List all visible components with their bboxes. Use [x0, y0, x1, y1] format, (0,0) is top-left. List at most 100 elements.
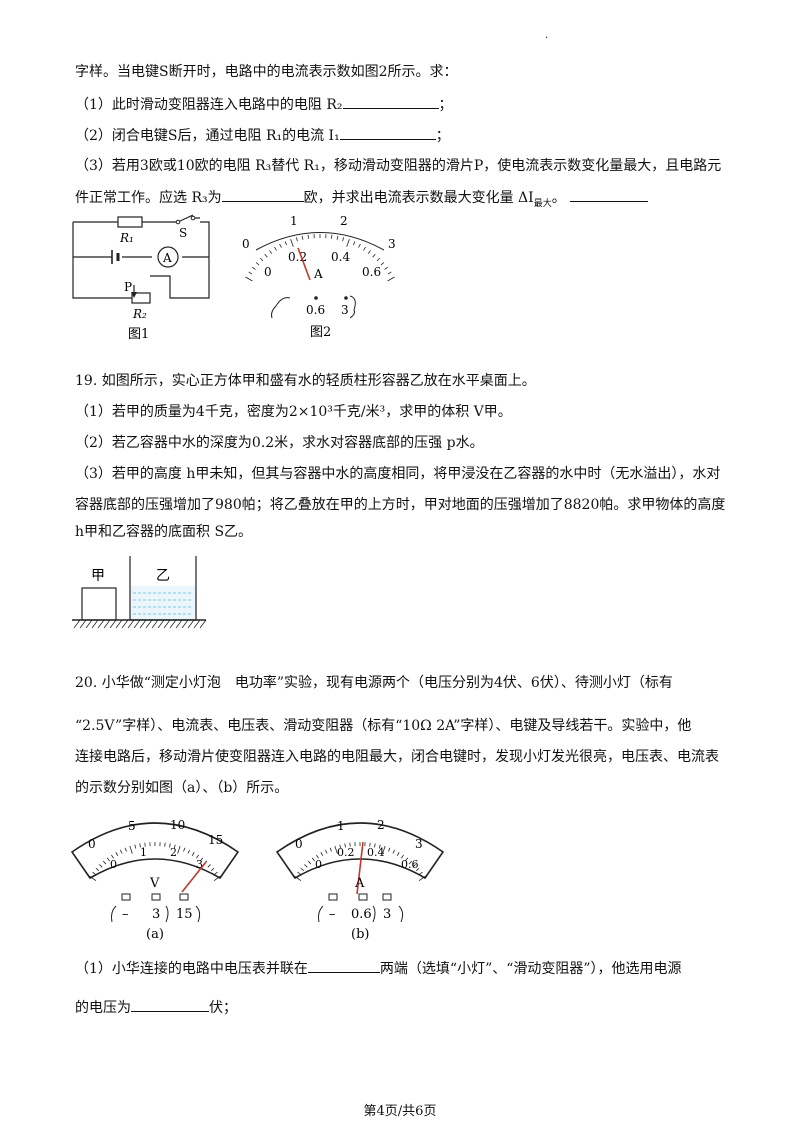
ground-hatch-line [85, 619, 93, 629]
v-top-10: 10 [170, 818, 185, 832]
tick-mark [191, 852, 195, 856]
answer-blank[interactable] [339, 125, 436, 140]
ground-hatch-line [121, 619, 129, 629]
ground-hatch-line [139, 619, 147, 629]
q18-part3-line2: 件正常工作。应选 R₃为欧，并求出电流表示数最大变化量 ΔI最大。 [75, 187, 648, 214]
v-bottom-3: 3 [196, 858, 203, 871]
tick-mark [334, 845, 338, 854]
tick-mark [248, 271, 253, 275]
tick-mark [115, 852, 119, 856]
figure-2-caption: 图2 [310, 325, 331, 340]
tick-mark [284, 241, 288, 246]
tick-mark [95, 867, 100, 872]
ground-hatch-line [115, 619, 123, 629]
scale-top-1: 1 [290, 214, 298, 228]
tick-mark [376, 257, 381, 262]
q20-line1: 20. 小华做“测定小灯泡 电功率”实验，现有电源两个（电压分别为4伏、6伏）、… [75, 675, 673, 691]
tick-mark [196, 854, 199, 859]
tick-mark [419, 871, 423, 875]
scale-bottom-2: 0.4 [331, 250, 350, 264]
ground-hatch-line [187, 619, 195, 629]
caption-a: (a) [146, 927, 164, 942]
ground-hatch-line [181, 619, 189, 629]
tick-mark [279, 243, 282, 248]
v-bottom-0: 0 [110, 858, 117, 871]
answer-blank[interactable] [342, 94, 439, 109]
tick-mark [169, 843, 171, 848]
tick-mark [382, 845, 386, 854]
answer-blank[interactable] [221, 187, 304, 202]
tick-mark [316, 854, 319, 859]
tick-mark [418, 875, 426, 882]
water [130, 586, 196, 620]
label-yi: 乙 [156, 568, 170, 584]
label-s: S [179, 226, 187, 240]
label-ammeter: A [162, 251, 172, 265]
ground-hatch-line [169, 619, 177, 629]
tick-mark [200, 857, 204, 862]
tick-mark [102, 860, 107, 865]
q19-part3-line3: h甲和乙容器的底面积 S乙。 [75, 524, 253, 540]
q19-part1: （1）若甲的质量为4千克，密度为2×10³千克/米³，求甲的体积 V甲。 [75, 404, 512, 420]
ground-hatch-line [163, 619, 171, 629]
tick-mark [106, 857, 110, 862]
tick-mark [173, 844, 176, 849]
tick-mark [307, 234, 309, 239]
v-terminal-15: 15 [176, 907, 193, 922]
tick-mark [396, 852, 400, 856]
tick-mark [269, 250, 273, 254]
meter-needle [297, 247, 311, 281]
q19-part3-line2: 容器底部的压强增加了980帕；将乙叠放在甲的上方时，甲对地面的压强增加了8820… [75, 497, 726, 513]
q18-intro: 字样。当电键S断开时，电路中的电流表示数如图2所示。求： [75, 64, 458, 80]
tick-mark [214, 871, 218, 875]
ground-hatch-line [157, 619, 165, 629]
answer-blank[interactable] [131, 997, 209, 1012]
a-terminal-3: 3 [383, 907, 391, 922]
ground-hatch-line [199, 619, 207, 629]
tick-mark [339, 844, 342, 849]
ground-hatch-line [91, 619, 99, 629]
ground-hatch-line [73, 619, 81, 629]
tick-mark [92, 871, 96, 875]
tick-mark [342, 237, 345, 242]
tick-mark [336, 235, 339, 240]
v-top-5: 5 [128, 819, 136, 833]
v-terminal-3: 3 [152, 907, 160, 922]
tick-mark [213, 875, 221, 882]
ground-hatch-line [175, 619, 183, 629]
tick-mark [187, 849, 191, 854]
scale-bottom-0: 0 [264, 265, 272, 279]
voltmeter-figure-a: 0 5 10 15 0 1 2 3 V – 3 15 (a) [70, 818, 240, 942]
tick-mark [245, 276, 253, 282]
ground-hatch-line [79, 619, 87, 629]
tick-mark [183, 847, 186, 852]
a-bottom-0: 0 [315, 858, 322, 871]
tick-mark [320, 852, 324, 856]
ground-hatch-line [103, 619, 111, 629]
tick-mark [387, 271, 392, 275]
scale-ticks [245, 234, 395, 282]
terminal-3: 3 [341, 303, 349, 317]
v-top-0: 0 [88, 837, 96, 851]
tick-mark [139, 843, 141, 848]
a-terminal-neg: – [329, 907, 336, 922]
tick-mark [408, 860, 413, 865]
tick-mark [384, 266, 389, 270]
ground-hatch-line [151, 619, 159, 629]
label-r2: R₂ [132, 307, 147, 321]
tick-mark [331, 234, 333, 239]
ammeter-needle [356, 841, 364, 895]
tick-mark [144, 842, 146, 847]
tick-mark [164, 842, 166, 847]
v-top-15: 15 [208, 833, 223, 847]
answer-blank[interactable] [307, 958, 380, 973]
answer-blank[interactable] [569, 187, 648, 202]
tick-mark [378, 844, 381, 849]
q20-part1-line2: 的电压为伏； [75, 997, 237, 1018]
tick-mark [99, 864, 103, 868]
a-top-3: 3 [415, 837, 423, 851]
tick-mark [344, 843, 346, 848]
scale-top-3: 3 [388, 237, 396, 251]
tick-mark [346, 239, 350, 247]
scale-top-0: 0 [242, 237, 250, 251]
